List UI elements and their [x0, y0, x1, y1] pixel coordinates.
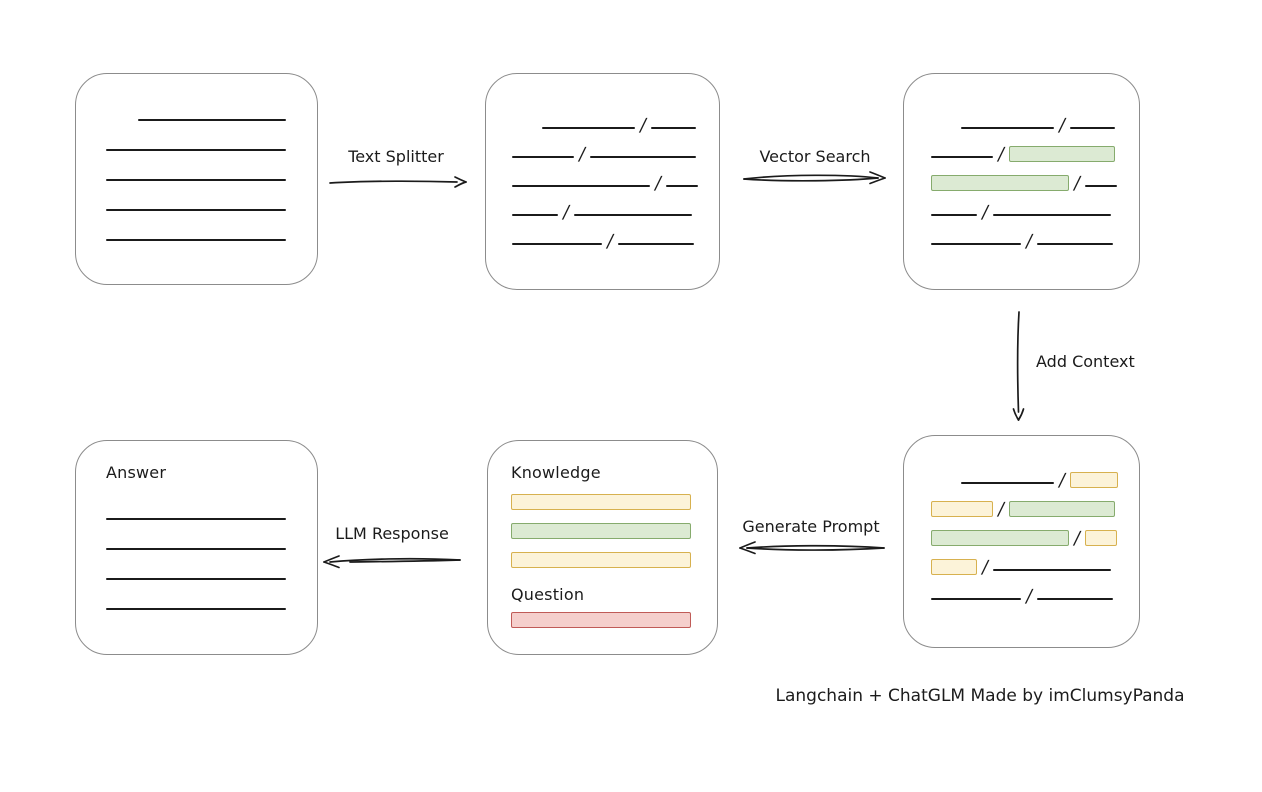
text-line — [512, 156, 574, 158]
yellow-chunk — [1085, 530, 1118, 546]
text-line — [106, 179, 286, 181]
document-line-row — [106, 580, 317, 610]
green-chunk — [1009, 501, 1116, 517]
text-line — [106, 578, 286, 580]
text-line — [993, 214, 1112, 216]
text-line — [512, 185, 650, 187]
text-line — [931, 598, 1021, 600]
chunk-row: / — [931, 100, 1139, 136]
document-line-row — [106, 211, 317, 241]
text-line — [574, 214, 693, 216]
source-document-box — [75, 73, 318, 285]
text-line — [106, 149, 286, 151]
green-chunk — [931, 175, 1069, 191]
yellow-chunk — [1070, 472, 1119, 488]
question-label: Question — [511, 585, 585, 604]
llm-response-label: LLM Response — [335, 524, 449, 543]
text-line — [961, 127, 1054, 129]
text-line — [106, 209, 286, 211]
caption: Langchain + ChatGLM Made by imClumsyPand… — [775, 686, 1185, 706]
text-line — [961, 482, 1054, 484]
document-line-row — [106, 550, 317, 580]
green-bar — [511, 523, 691, 539]
generate-prompt-label: Generate Prompt — [742, 517, 880, 536]
chunk-row: / — [512, 187, 719, 223]
text-line — [106, 548, 286, 550]
document-line-row — [106, 151, 317, 181]
text-line — [106, 518, 286, 520]
yellow-chunk — [931, 559, 977, 575]
chunk-row: / — [512, 216, 719, 252]
text-line — [138, 119, 286, 121]
chunk-row: / — [512, 100, 719, 136]
chunk-row: / — [931, 187, 1139, 223]
text-line — [618, 243, 695, 245]
chunk-row: / — [931, 513, 1139, 549]
text-line — [590, 156, 697, 158]
add-context-arrow — [1012, 311, 1025, 421]
yellow-chunk — [931, 501, 993, 517]
chunk-row: / — [931, 484, 1139, 520]
text-line — [106, 608, 286, 610]
answer-lines — [76, 482, 317, 610]
document-line-row — [106, 490, 317, 520]
split-text-rows: ///// — [486, 74, 719, 252]
vector-search-label: Vector Search — [759, 147, 871, 166]
slash-separator: / — [1024, 586, 1035, 607]
text-line — [931, 156, 993, 158]
generate-prompt-arrow — [739, 541, 885, 555]
split-text-box: ///// — [485, 73, 720, 290]
text-line — [1070, 127, 1116, 129]
llm-response-arrow — [323, 555, 461, 569]
slash-separator: / — [605, 231, 616, 252]
chunk-row: / — [931, 542, 1139, 578]
vector-result-rows: ///// — [904, 74, 1139, 252]
prompt-box: Knowledge Question — [487, 440, 718, 655]
red-bar — [511, 612, 691, 628]
chunk-row: / — [512, 158, 719, 194]
text-line — [512, 214, 558, 216]
yellow-bar — [511, 552, 691, 568]
context-chunks-rows: ///// — [904, 436, 1139, 607]
knowledge-label: Knowledge — [511, 463, 601, 482]
text-line — [1085, 185, 1118, 187]
yellow-bar — [511, 494, 691, 510]
chunk-row: / — [931, 571, 1139, 607]
text-splitter-arrow — [329, 176, 467, 188]
document-line-row — [106, 91, 317, 121]
text-line — [106, 239, 286, 241]
text-line — [512, 243, 602, 245]
answer-box: Answer — [75, 440, 318, 655]
chunk-row: / — [931, 129, 1139, 165]
add-context-label: Add Context — [1036, 352, 1135, 371]
chunk-row: / — [512, 129, 719, 165]
document-line-row — [106, 181, 317, 211]
document-line-row — [106, 121, 317, 151]
green-chunk — [1009, 146, 1116, 162]
chunk-row: / — [931, 455, 1139, 491]
text-line — [931, 243, 1021, 245]
document-lines — [76, 74, 317, 241]
context-chunks-box: ///// — [903, 435, 1140, 648]
chunk-row: / — [931, 216, 1139, 252]
text-line — [666, 185, 699, 187]
text-splitter-label: Text Splitter — [348, 147, 444, 166]
document-line-row — [106, 520, 317, 550]
text-line — [651, 127, 697, 129]
vector-result-box: ///// — [903, 73, 1140, 290]
vector-search-arrow — [743, 171, 886, 185]
text-line — [931, 214, 977, 216]
chunk-row: / — [931, 158, 1139, 194]
answer-title: Answer — [106, 463, 167, 482]
text-line — [1037, 598, 1114, 600]
slash-separator: / — [1024, 231, 1035, 252]
knowledge-bars — [511, 494, 717, 568]
text-line — [1037, 243, 1114, 245]
question-bars — [511, 612, 717, 628]
text-line — [542, 127, 635, 129]
green-chunk — [931, 530, 1069, 546]
text-line — [993, 569, 1112, 571]
